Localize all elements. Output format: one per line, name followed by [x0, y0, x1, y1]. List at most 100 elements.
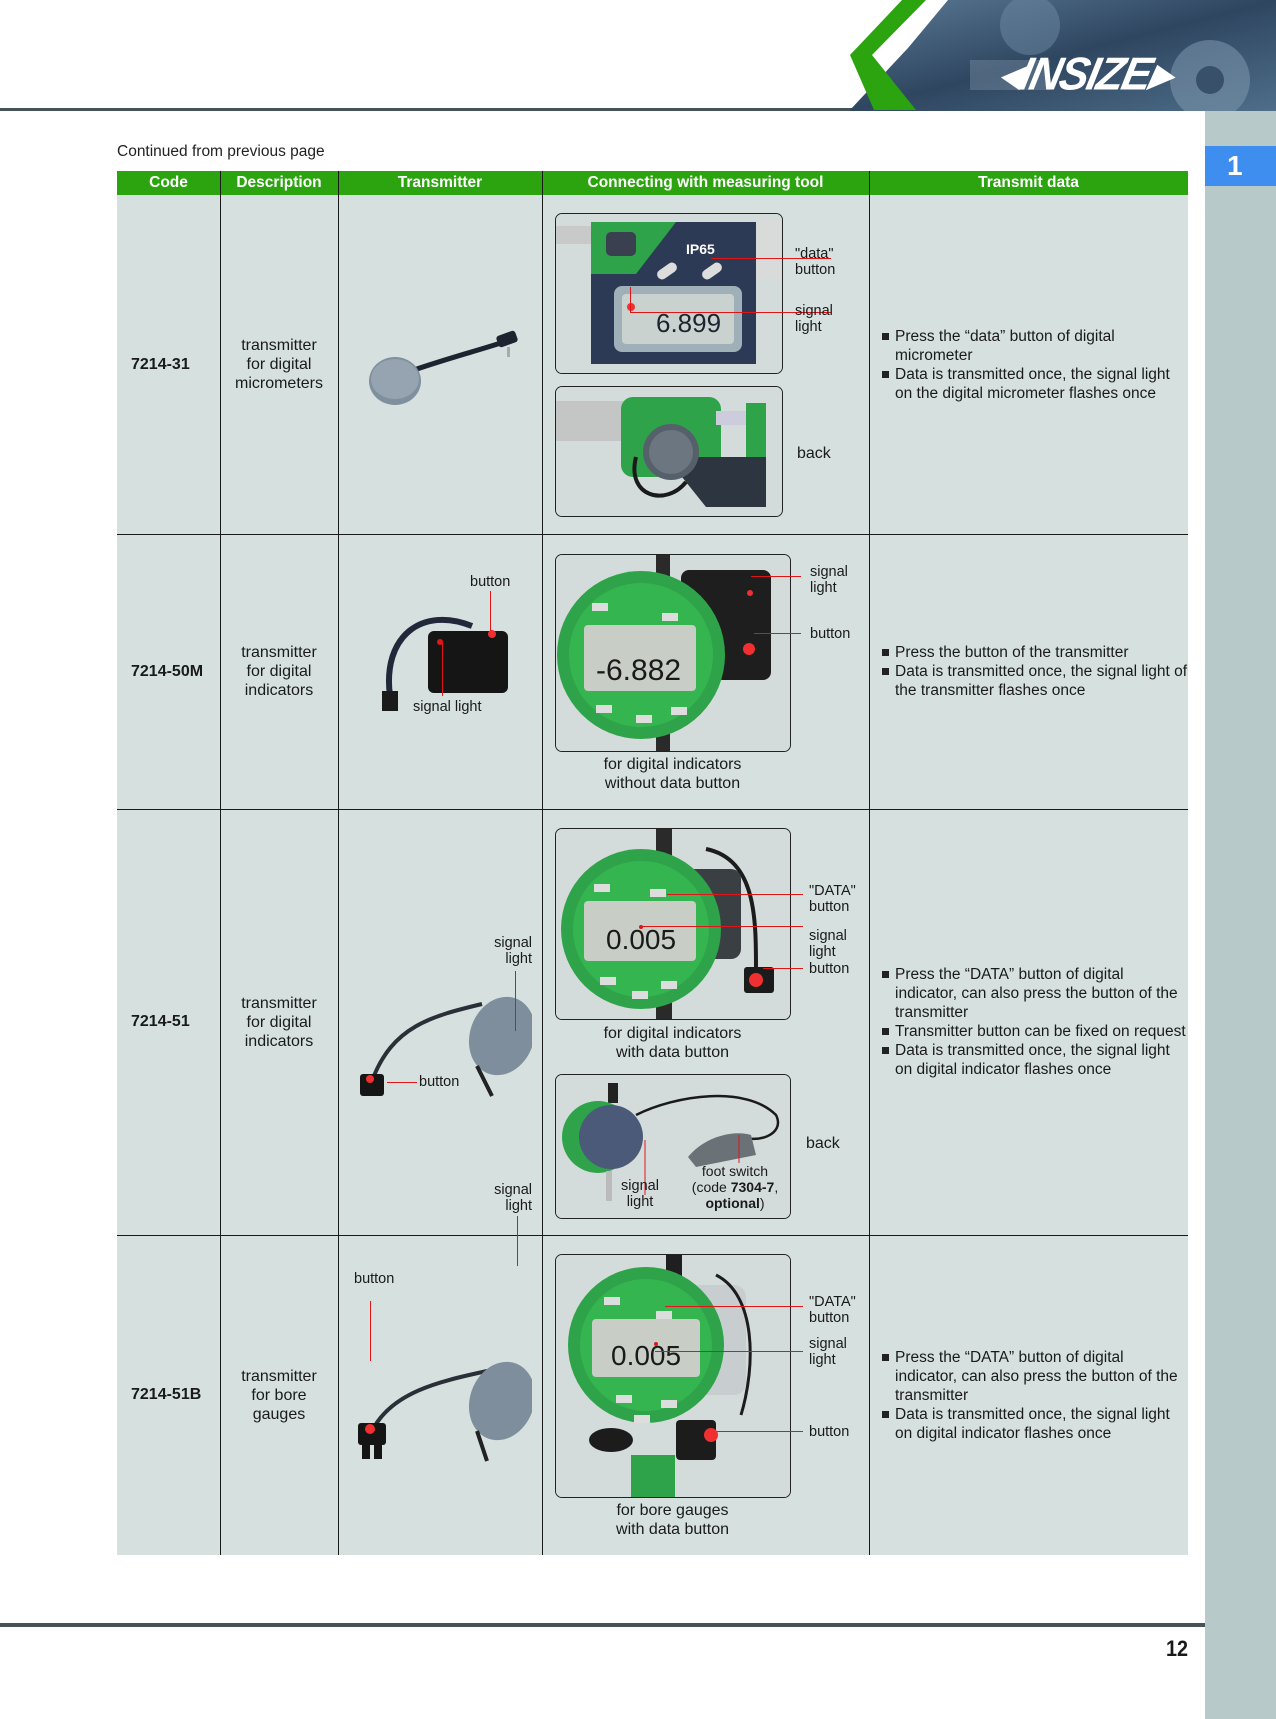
header-code: Code — [117, 171, 220, 195]
transmit-step: Data is transmitted once, the signal lig… — [881, 662, 1188, 700]
micrometer-display: 6.899 — [656, 308, 721, 338]
callout-line — [370, 1301, 371, 1361]
transmitter-indicator-box-image — [382, 616, 508, 711]
callout-line — [667, 894, 803, 895]
description-cell: transmitter for digital indicators — [220, 534, 338, 809]
code-cell: 7214-50M — [131, 662, 204, 680]
transmit-step: Data is transmitted once, the signal lig… — [881, 1405, 1188, 1443]
micrometer-front-graphic: IP65 6.899 — [556, 214, 782, 373]
transmitter-indicator-cable-image — [360, 996, 532, 1097]
header-rule — [0, 108, 870, 111]
description-line: for bore — [251, 1386, 307, 1404]
indicator-display: 0.005 — [606, 924, 676, 955]
product-table: Code Description Transmitter Connecting … — [117, 171, 1188, 1555]
description-line: transmitter — [241, 337, 317, 354]
transmit-step: Data is transmitted once, the signal lig… — [881, 1041, 1188, 1079]
callout-line — [517, 1216, 518, 1266]
code-cell: 7214-51B — [131, 1386, 202, 1403]
callout-line — [665, 1306, 803, 1307]
button-label: button — [809, 1424, 850, 1440]
column-divider — [338, 171, 339, 1555]
callout-line — [442, 641, 443, 696]
bore-gauge-display: 0.005 — [611, 1340, 681, 1371]
row-divider — [117, 809, 1188, 810]
indicator-display: -6.882 — [596, 654, 681, 687]
callout-line — [387, 1082, 417, 1083]
chapter-tab[interactable]: 1 — [1205, 146, 1276, 186]
description-line: for digital — [246, 356, 312, 373]
logo-text: INSIZE — [1014, 48, 1156, 101]
transmit-step: Press the “DATA” button of digital indic… — [881, 965, 1188, 1022]
micrometer-back-graphic — [556, 387, 782, 516]
code-cell: 7214-31 — [131, 355, 190, 373]
page-number: 12 — [1165, 1636, 1188, 1661]
description-line: micrometers — [234, 375, 323, 392]
signal-light-label: signal light — [413, 699, 482, 715]
description-line: transmitter — [241, 994, 317, 1012]
back-label: back — [806, 1135, 840, 1152]
transmit-step: Press the button of the transmitter — [881, 643, 1188, 662]
callout-line — [515, 971, 516, 1031]
header-connecting: Connecting with measuring tool — [542, 171, 869, 195]
column-divider — [869, 171, 870, 1555]
header-transmit-data: Transmit data — [869, 171, 1188, 195]
transmit-data-cell: Press the “DATA” button of digital indic… — [869, 1235, 1188, 1555]
indicator-graphic: -6.882 — [556, 555, 790, 751]
transmit-data-cell: Press the “DATA” button of digital indic… — [869, 809, 1188, 1235]
button-label: button — [809, 961, 850, 977]
transmit-data-cell: Press the “data” button of digital micro… — [869, 195, 1188, 534]
callout-line — [641, 926, 803, 927]
callout-line — [763, 968, 803, 969]
button-label: button — [354, 1271, 395, 1287]
row-divider — [117, 1235, 1188, 1236]
row-divider — [117, 534, 1188, 535]
column-divider — [220, 171, 221, 1555]
insize-logo: ◂INSIZE▸ — [984, 49, 1185, 102]
header-banner — [850, 0, 1276, 111]
description-line: transmitter — [241, 1367, 317, 1385]
description-line: indicators — [244, 682, 314, 699]
transmit-data-cell: Press the button of the transmitter Data… — [869, 534, 1188, 809]
data-button-label: "DATA"button — [809, 883, 856, 915]
callout-line — [711, 258, 831, 259]
bore-gauge-graphic: 0.005 — [556, 1255, 790, 1497]
callout-line — [490, 591, 491, 631]
indicator-data-graphic: 0.005 — [556, 829, 790, 1019]
transmit-step: Transmitter button can be fixed on reque… — [881, 1022, 1188, 1041]
transmitter-micrometer-image — [369, 330, 518, 405]
data-button-label: "data"button — [795, 246, 836, 278]
callout-line — [751, 576, 801, 577]
transmit-step: Press the “DATA” button of digital indic… — [881, 1348, 1188, 1405]
transmit-step: Press the “data” button of digital micro… — [881, 327, 1188, 365]
code-cell: 7214-51 — [131, 1013, 190, 1030]
chapter-sidebar — [1205, 111, 1276, 1719]
micrometer-front-photo: IP65 6.899 — [555, 213, 783, 374]
button-label: button — [810, 626, 851, 642]
header-transmitter: Transmitter — [338, 171, 542, 195]
back-label: back — [797, 445, 831, 462]
callout-line — [630, 287, 631, 312]
description-line: transmitter — [241, 644, 317, 661]
description-line: for digital — [246, 1013, 312, 1031]
banner-graphic — [850, 0, 1276, 111]
transmit-step: Data is transmitted once, the signal lig… — [881, 365, 1188, 403]
indicator-without-data-photo: -6.882 — [555, 554, 791, 752]
footer-rule — [0, 1623, 1205, 1627]
description-line: for digital — [246, 663, 312, 680]
transmitter-bore-gauge-image — [358, 1361, 532, 1462]
indicator-back-footswitch-photo — [555, 1074, 791, 1219]
description-line: indicators — [244, 1032, 314, 1050]
column-divider — [542, 171, 543, 1555]
continued-note: Continued from previous page — [117, 143, 325, 160]
button-label: button — [470, 574, 511, 590]
description-line: gauges — [252, 1405, 306, 1423]
